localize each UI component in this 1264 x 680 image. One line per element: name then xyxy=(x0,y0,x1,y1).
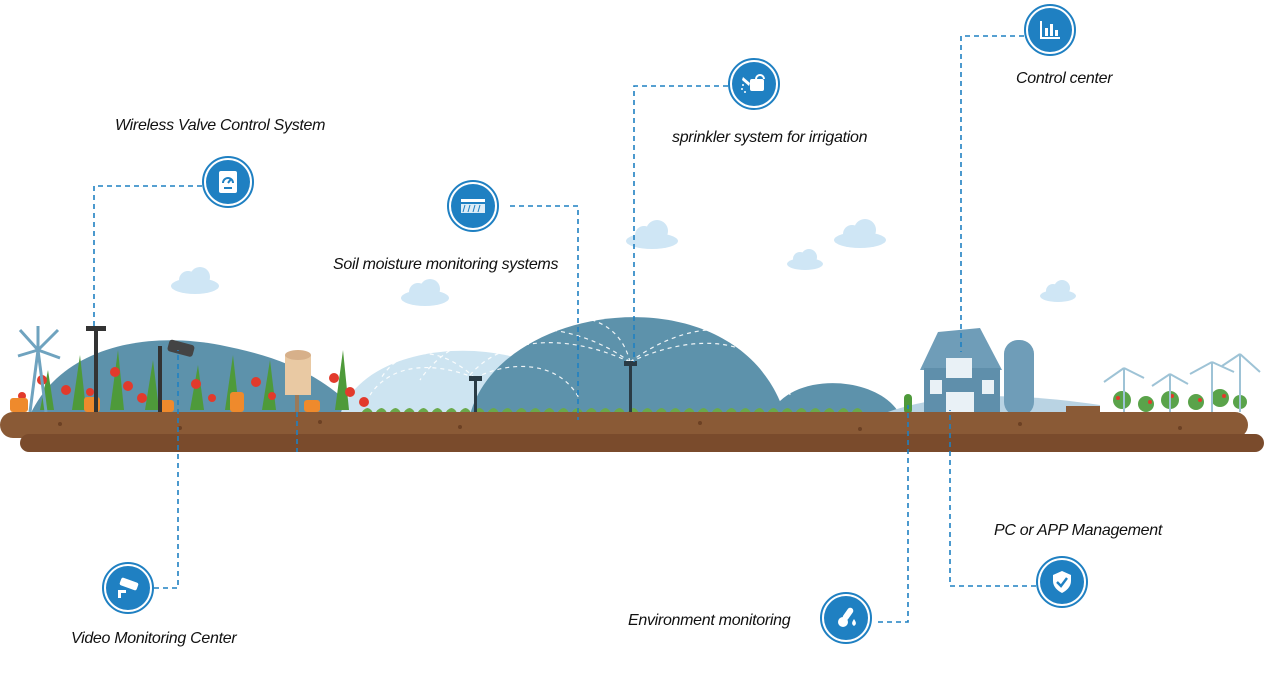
label-environment: Environment monitoring xyxy=(628,612,791,629)
connector-sprinkler xyxy=(633,85,728,362)
clouds xyxy=(171,219,1076,306)
soil-band xyxy=(0,412,1264,452)
shield-check-icon xyxy=(1036,556,1088,608)
connector-soil-moisture xyxy=(510,205,579,420)
cloud xyxy=(834,219,886,248)
barn xyxy=(920,328,1034,416)
windmill xyxy=(17,326,61,413)
cloud xyxy=(401,279,449,306)
thermometer-drop-icon xyxy=(820,592,872,644)
environment-sensor xyxy=(904,394,912,414)
cloud xyxy=(626,220,678,249)
cctv-camera-icon xyxy=(102,562,154,614)
sprinklers xyxy=(469,361,637,413)
label-soil-moisture: Soil moisture monitoring systems xyxy=(333,256,559,273)
connector-video xyxy=(154,350,179,589)
bar-chart-icon xyxy=(1024,4,1076,56)
connector-pc-app xyxy=(949,410,1036,587)
spray-arcs xyxy=(369,315,791,401)
cloud xyxy=(1040,280,1076,302)
connector-lines xyxy=(93,35,1036,623)
wind-turbines xyxy=(1103,353,1261,412)
label-wireless-valve: Wireless Valve Control System xyxy=(115,117,326,134)
connector-environment xyxy=(878,405,909,623)
connector-control-center xyxy=(960,35,1024,352)
label-sprinkler: sprinkler system for irrigation xyxy=(672,129,868,146)
soil-layer-icon xyxy=(447,180,499,232)
label-control-center: Control center xyxy=(1016,70,1113,87)
connector-wireless-valve xyxy=(93,185,202,330)
cloud xyxy=(171,267,219,294)
label-video: Video Monitoring Center xyxy=(71,630,237,647)
orchard xyxy=(1066,389,1247,416)
watering-can-icon xyxy=(728,58,780,110)
cloud xyxy=(787,249,823,270)
water-tank xyxy=(285,350,311,413)
gauge-tablet-icon xyxy=(202,156,254,208)
poles xyxy=(86,326,195,412)
label-pc-app: PC or APP Management xyxy=(994,522,1163,539)
